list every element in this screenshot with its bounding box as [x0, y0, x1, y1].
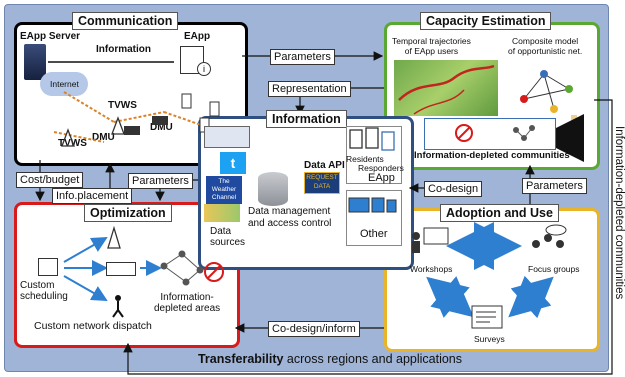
database-icon	[258, 172, 288, 206]
information-label: Information	[96, 44, 151, 55]
label-co-design-inform: Co-design/inform	[268, 321, 360, 337]
map-source-icon	[204, 204, 240, 222]
label-info-placement: Info.placement	[52, 188, 133, 204]
calendar-icon	[38, 258, 58, 276]
capacity-title: Capacity Estimation	[420, 12, 552, 30]
residents-label: Residents	[346, 154, 384, 164]
server-icon	[24, 44, 46, 80]
focus-group-icon	[532, 224, 567, 248]
eapp-label: EApp	[184, 31, 211, 42]
label-co-design: Co-design	[424, 181, 483, 197]
eapp-server-label: EApp Server	[20, 31, 81, 42]
focus-groups-label: Focus groups	[528, 264, 580, 274]
depleted-communities-panel	[424, 118, 556, 150]
depleted-community-icons	[455, 124, 535, 142]
device-icons	[349, 127, 395, 151]
depleted-communities-label: Information-depleted communities	[414, 150, 570, 161]
composite-model-label: Composite model of opportunistic net.	[508, 36, 583, 56]
info-icon: i	[197, 62, 211, 76]
custom-dispatch-label: Custom network dispatch	[34, 320, 152, 332]
info-depleted-areas-label: Information- depleted areas	[154, 292, 221, 314]
label-parameters-mid: Parameters	[128, 173, 193, 189]
adoption-title: Adoption and Use	[440, 204, 559, 222]
person-walking-icon	[112, 295, 124, 318]
responders-label: Responders	[358, 163, 404, 173]
network-graph-icon	[160, 250, 224, 286]
dmu-left-label: DMU	[92, 132, 115, 143]
label-representation: Representation	[268, 81, 351, 97]
surveys-label: Surveys	[474, 334, 505, 344]
internet-label: Internet	[50, 79, 79, 89]
label-parameters-right: Parameters	[522, 178, 587, 194]
communication-network-icon	[48, 61, 220, 147]
composite-graph-icon	[520, 70, 573, 113]
label-parameters-top: Parameters	[270, 49, 335, 65]
transferability-label: Transferability across regions and appli…	[150, 352, 510, 366]
truck-icon	[106, 262, 136, 276]
temporal-trajectories-label: Temporal trajectories of EApp users	[392, 36, 471, 56]
workshops-label: Workshops	[410, 264, 453, 274]
arrow-right-loop	[123, 99, 613, 375]
twitter-icon: t	[220, 152, 246, 174]
request-data-icon: REQUEST DATA	[304, 172, 340, 194]
eapp-info-label: EApp	[368, 172, 395, 184]
other-label: Other	[360, 228, 388, 240]
web-source-icon	[204, 126, 250, 148]
survey-icon	[471, 305, 503, 329]
data-label: DATA	[313, 183, 331, 190]
tower-icon	[107, 226, 121, 249]
transferability-bold: Transferability	[197, 352, 284, 366]
dmu-right-label: DMU	[150, 122, 173, 133]
communication-title: Communication	[72, 12, 179, 30]
eapp-devices-panel	[346, 126, 402, 184]
information-title: Information	[266, 110, 347, 128]
weather-channel-icon: The Weather Channel	[206, 176, 242, 204]
tvws-top-label: TVWS	[108, 100, 137, 111]
data-sources-label: Data sources	[210, 226, 246, 248]
trajectory-lines	[398, 64, 495, 115]
other-device-icons	[348, 197, 397, 213]
label-cost-budget: Cost/budget	[16, 172, 84, 188]
data-api-label: Data API	[304, 160, 345, 171]
custom-scheduling-label: Custom scheduling	[20, 280, 68, 302]
transferability-rest: across regions and applications	[283, 352, 463, 366]
optimization-title: Optimization	[84, 204, 172, 222]
label-right-side: Information-depleted communities	[613, 126, 625, 300]
workshop-icon	[412, 227, 449, 253]
request-label: REQUEST	[306, 174, 338, 181]
data-management-label: Data management and access control	[248, 206, 332, 229]
